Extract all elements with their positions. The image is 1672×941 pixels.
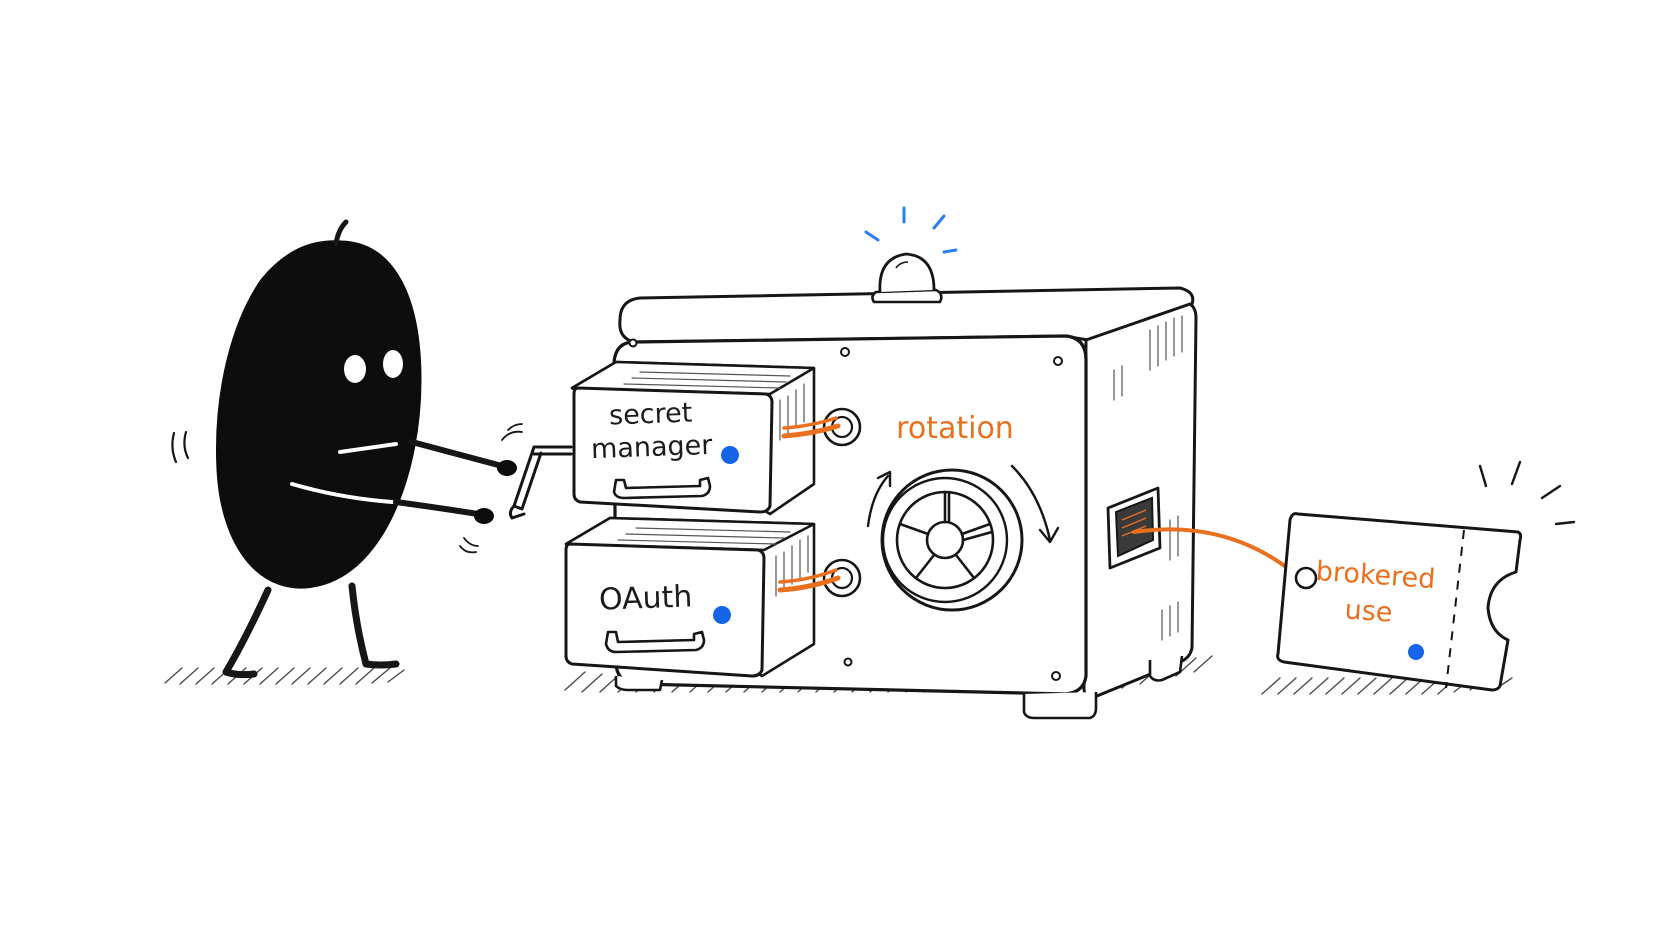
blob-character (171, 219, 523, 679)
rotation-arrowhead-left (876, 470, 892, 488)
vault-output-slot (1106, 486, 1162, 570)
ticket-status-dot (1408, 644, 1424, 660)
drawer-top-hatching (623, 371, 805, 441)
rotation-arrowhead-right (1038, 526, 1060, 544)
ticket-sparkle-marks (1478, 460, 1576, 526)
character-shadow (164, 667, 405, 685)
rotation-arrow-right (1010, 464, 1052, 542)
vault-screws (628, 338, 1063, 681)
drawer-oauth-label: OAuth (598, 579, 693, 617)
character-eye-right (383, 350, 403, 378)
character-arm-line (290, 482, 394, 504)
character-arms (393, 439, 505, 517)
ticket-hole (1294, 566, 1318, 590)
hand-crank-icon (508, 445, 573, 520)
character-body (216, 240, 422, 589)
character-hand-upper (497, 460, 517, 476)
character-mouth (338, 442, 398, 454)
vault-feet (614, 655, 1184, 720)
crank-motion-marks (459, 423, 523, 554)
rotation-arrow-left (866, 474, 890, 528)
character-antenna (333, 219, 349, 247)
drawer-secret-manager-handle[interactable] (612, 476, 712, 500)
character-legs (222, 582, 400, 679)
drawer-oauth-handle[interactable] (604, 630, 706, 654)
drawer-oauth-status-dot (713, 606, 731, 624)
vault-machine: secret manager OAuth (564, 206, 1198, 720)
drawer-secret-manager-label-line1: secret (609, 398, 693, 432)
vault-side-hatching (1113, 315, 1183, 641)
wiggle-marks-left (171, 430, 190, 464)
drawer-secret-manager-port (781, 407, 862, 447)
alarm-rays (864, 206, 958, 254)
character-hand-lower (474, 508, 494, 524)
ticket-icon[interactable]: brokered use (1276, 460, 1576, 692)
drawer-oauth-port (777, 558, 862, 598)
character-eye-left (344, 355, 366, 383)
brokered-use-cord (1132, 527, 1302, 580)
rotation-label: rotation (896, 411, 1014, 446)
drawer-oauth-hatching (617, 527, 809, 597)
vault-top (618, 286, 1195, 344)
drawer-secret-manager-status-dot (721, 446, 739, 464)
ticket-label-line2: use (1344, 594, 1394, 628)
drawer-secret-manager-label-line2: manager (591, 430, 714, 465)
drawer-oauth[interactable]: OAuth (564, 516, 862, 678)
drawer-secret-manager[interactable]: secret manager (570, 360, 862, 516)
rotation-dial-icon[interactable] (866, 464, 1060, 612)
alarm-light-icon (864, 206, 958, 304)
